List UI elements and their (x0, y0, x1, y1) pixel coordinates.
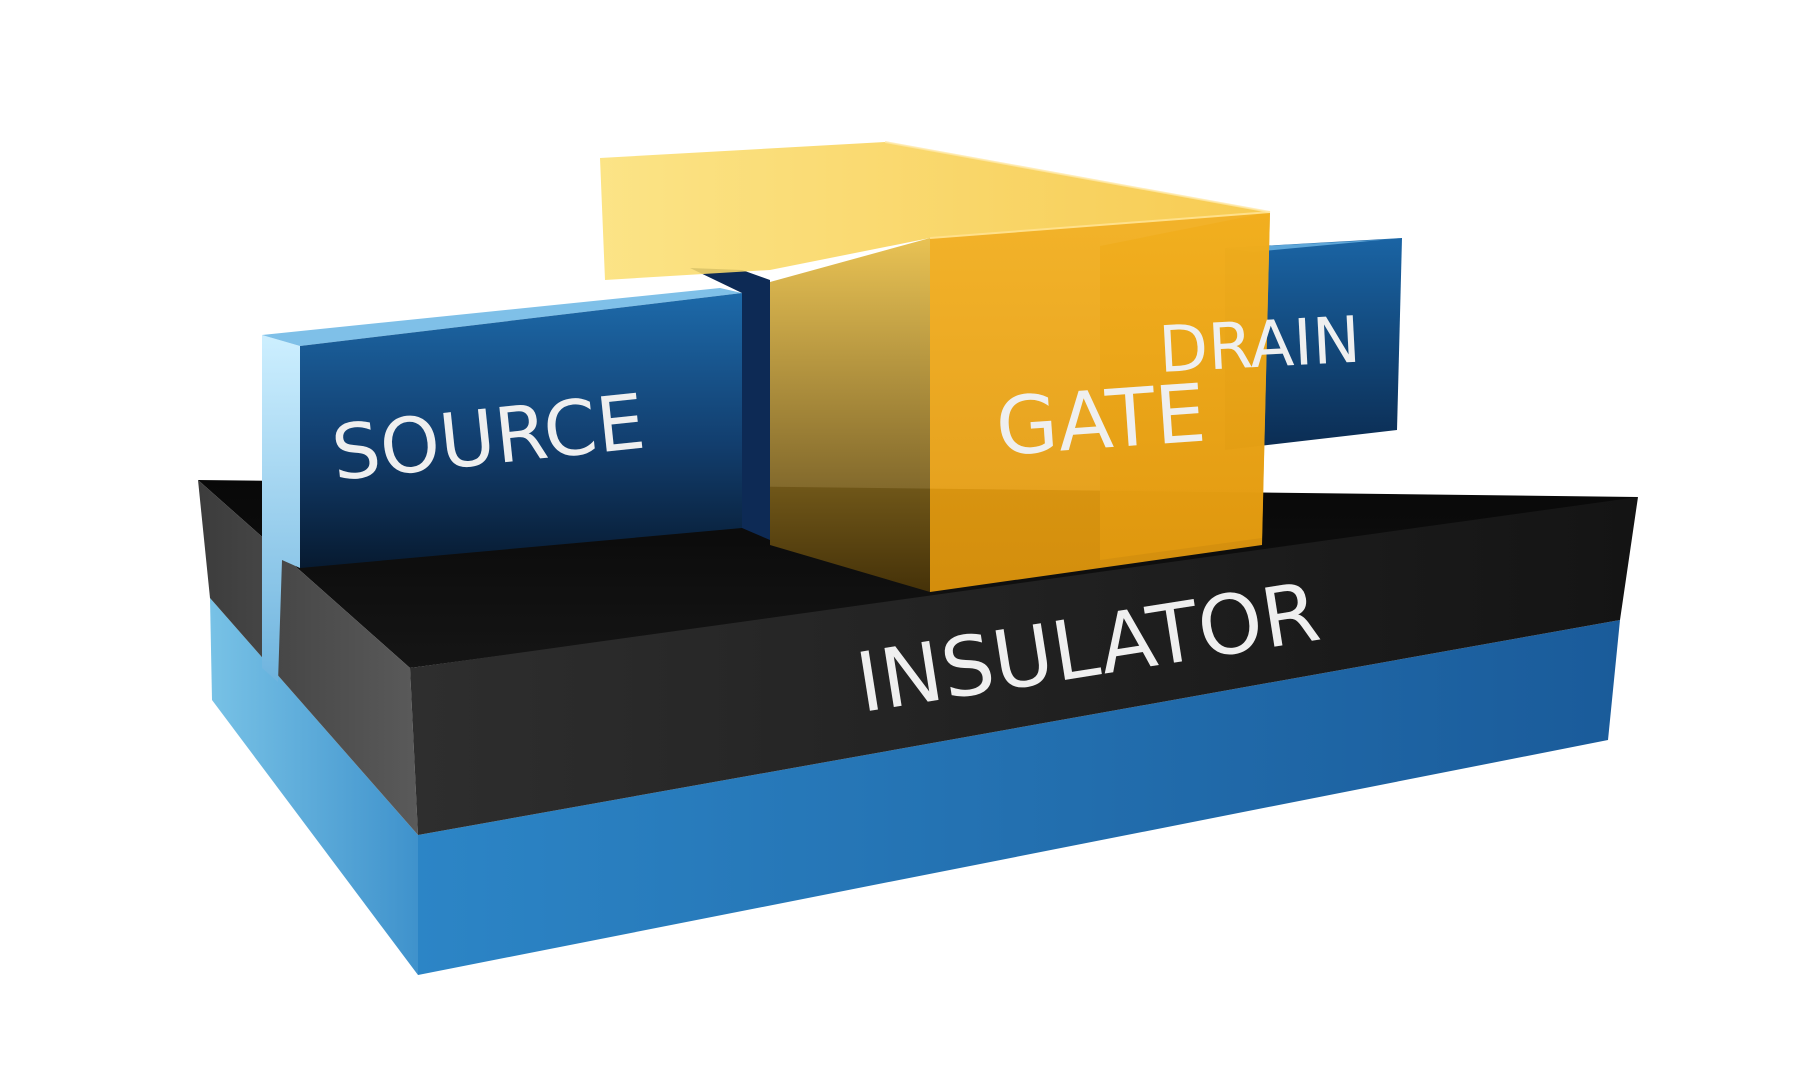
channel-edge (690, 268, 770, 540)
substrate-front-face (418, 620, 1620, 975)
drain-label-behind-gate: DRAIN (1157, 304, 1362, 388)
drain-fin-top (1225, 238, 1402, 252)
gate-left-face (770, 238, 930, 592)
substrate-layer (210, 598, 1620, 975)
substrate-left-face (210, 598, 418, 975)
gate-edge-highlight-2 (884, 141, 1271, 213)
gate-top-face (600, 142, 1270, 280)
fin-layer (262, 238, 1402, 682)
insulator-front-face (410, 497, 1638, 835)
source-fin-left-face (262, 335, 300, 682)
drain-fin-face (1225, 238, 1402, 450)
gate-front-face (930, 212, 1270, 592)
insulator-left-face (198, 480, 418, 835)
gate-label: GATE (993, 367, 1209, 474)
source-fin-top (262, 288, 742, 346)
gate-edge-highlight (929, 211, 1271, 239)
source-fin-front-face (300, 293, 742, 568)
gate-layer (600, 141, 1271, 592)
